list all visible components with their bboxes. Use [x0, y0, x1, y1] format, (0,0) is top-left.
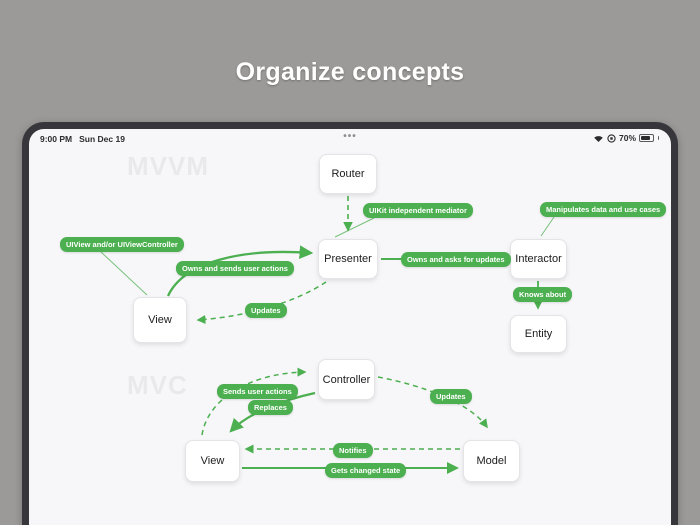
node-presenter[interactable]: Presenter: [318, 239, 378, 279]
label-notifies[interactable]: Notifies: [333, 443, 373, 458]
label-gets-changed-state[interactable]: Gets changed state: [325, 463, 407, 478]
node-entity[interactable]: Entity: [510, 315, 567, 353]
status-time: 9:00 PM: [40, 134, 73, 144]
label-owns-asks-for-updates[interactable]: Owns and asks for updates: [401, 252, 511, 267]
status-date: Sun Dec 19: [79, 134, 125, 144]
label-updates-mvc[interactable]: Updates: [430, 389, 472, 404]
section-label-mvc: MVC: [127, 370, 188, 400]
node-interactor[interactable]: Interactor: [510, 239, 567, 279]
battery-percent: 70%: [618, 133, 636, 143]
wifi-icon: [593, 134, 604, 143]
battery-nub: [657, 136, 659, 140]
battery-icon: [639, 134, 654, 142]
label-knows-about[interactable]: Knows about: [513, 287, 573, 302]
ipad-device-frame: 9:00 PM Sun Dec 19 ••• 70%: [22, 122, 678, 525]
label-owns-sends-user-actions[interactable]: Owns and sends user actions: [176, 261, 294, 276]
node-controller[interactable]: Controller: [318, 359, 375, 400]
node-model[interactable]: Model: [463, 440, 520, 482]
rotation-lock-icon: [607, 133, 616, 143]
label-replaces[interactable]: Replaces: [248, 400, 293, 415]
label-updates-mvvm[interactable]: Updates: [245, 303, 287, 318]
node-view-mvc[interactable]: View: [185, 440, 240, 482]
label-sends-user-actions[interactable]: Sends user actions: [217, 384, 298, 399]
menu-dots-button[interactable]: •••: [343, 131, 357, 142]
status-bar: 9:00 PM Sun Dec 19 ••• 70%: [29, 129, 671, 149]
label-uikit-independent-mediator[interactable]: UIKit independent mediator: [363, 203, 473, 218]
page-title: Organize concepts: [235, 58, 465, 86]
node-view-mvvm[interactable]: View: [133, 297, 187, 343]
label-uiview-uiviewcontroller[interactable]: UIView and/or UIViewController: [60, 237, 184, 252]
diagram-canvas[interactable]: 9:00 PM Sun Dec 19 ••• 70%: [29, 129, 671, 525]
section-label-mvvm: MVVM: [127, 151, 209, 181]
label-manipulates-data[interactable]: Manipulates data and use cases: [540, 202, 667, 217]
node-router[interactable]: Router: [319, 154, 377, 194]
